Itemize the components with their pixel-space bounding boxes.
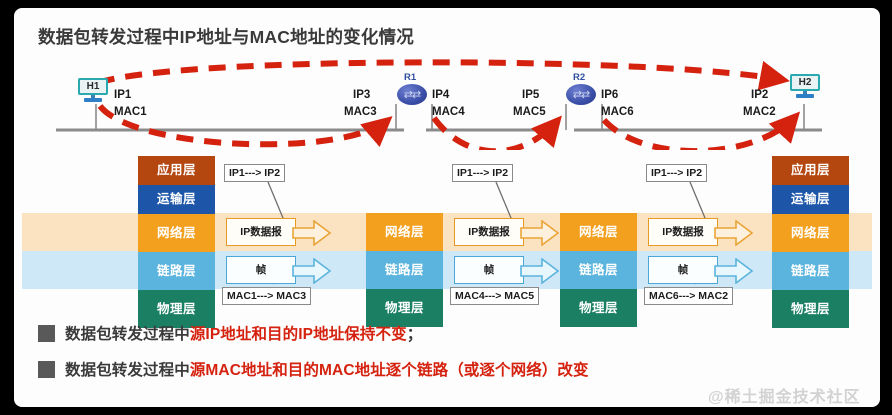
- layer-network: 网络层: [772, 214, 849, 252]
- router-r2-icon: ⇄⇄: [566, 84, 596, 105]
- hop-2-frame: 帧: [454, 256, 524, 284]
- router-r1-name: R1: [404, 72, 417, 83]
- router-body: [397, 84, 427, 105]
- layer-link: 链路层: [772, 252, 849, 290]
- bullet-1-highlight: 源IP地址和目的IP地址保持不变: [189, 326, 407, 343]
- page-title: 数据包转发过程中IP地址与MAC地址的变化情况: [38, 27, 414, 47]
- hop-3-frame: 帧: [648, 256, 718, 284]
- bullet-2-highlight: 源MAC地址和目的MAC地址逐个链路（或逐个网络）改变: [189, 362, 589, 379]
- r2-right-ip: IP6: [601, 89, 619, 101]
- hop-3-ip-arrow-icon: [714, 220, 754, 246]
- layer-link: 链路层: [138, 252, 215, 290]
- r1-right-ip: IP4: [432, 89, 450, 101]
- layer-transport: 运输层: [138, 185, 215, 214]
- watermark: @稀土掘金技术社区: [708, 389, 861, 406]
- host-h2-label: H2: [790, 74, 820, 91]
- stack-h2: 应用层 运输层 网络层 链路层 物理层: [772, 156, 849, 328]
- h2-mac: MAC2: [743, 106, 776, 118]
- monitor-neck: [91, 95, 95, 99]
- layer-application: 应用层: [138, 156, 215, 185]
- network-topology: H1 IP1 MAC1 R1 ⇄⇄ IP3 MAC3 IP4 MAC4 R2 ⇄…: [14, 58, 880, 150]
- monitor-neck: [803, 91, 807, 95]
- bullet-2-text: 数据包转发过程中源MAC地址和目的MAC地址逐个链路（或逐个网络）改变: [65, 358, 589, 380]
- hop-2-frame-arrow-icon: [520, 258, 560, 284]
- host-h1-label: H1: [78, 78, 108, 95]
- r2-left-ip: IP5: [522, 89, 540, 101]
- hop-1-ip-arrow-icon: [292, 220, 332, 246]
- layer-network: 网络层: [138, 214, 215, 252]
- bullet-1-suffix: ；: [406, 326, 423, 343]
- hop-1-frame: 帧: [226, 256, 296, 284]
- layer-network: 网络层: [366, 213, 443, 251]
- host-h1-icon: H1: [78, 78, 108, 104]
- topology-links-and-path: [56, 59, 822, 150]
- layer-physical: 物理层: [772, 290, 849, 328]
- bullet-square-icon: [38, 360, 55, 378]
- bullet-1-prefix: 数据包转发过程中: [65, 326, 190, 343]
- router-body: [566, 84, 596, 105]
- bullet-2: 数据包转发过程中源MAC地址和目的MAC地址逐个链路（或逐个网络）改变: [38, 354, 589, 384]
- bullet-1: 数据包转发过程中源IP地址和目的IP地址保持不变；: [38, 318, 422, 348]
- h2-ip: IP2: [751, 89, 769, 101]
- stack-r2: 网络层 链路层 物理层: [560, 213, 637, 327]
- hop-2-ip-packet: IP数据报: [454, 218, 524, 246]
- layer-physical: 物理层: [560, 289, 637, 327]
- hop-1-ip-note: IP1---> IP2: [224, 164, 286, 182]
- hop-2-ip-note: IP1---> IP2: [452, 164, 514, 182]
- h1-mac: MAC1: [114, 106, 147, 118]
- r1-right-mac: MAC4: [432, 106, 465, 118]
- h1-ip: IP1: [114, 89, 132, 101]
- monitor-base: [796, 94, 814, 98]
- hop-2-mac-note: MAC4---> MAC5: [450, 287, 540, 305]
- slide-panel: 数据包转发过程中IP地址与MAC地址的变化情况: [14, 8, 880, 407]
- hop-1-frame-arrow-icon: [292, 258, 332, 284]
- r2-right-mac: MAC6: [601, 106, 634, 118]
- monitor-base: [84, 98, 102, 102]
- hop-3-ip-packet: IP数据报: [648, 218, 718, 246]
- hop-1-ip-packet: IP数据报: [226, 218, 296, 246]
- hop-2-ip-arrow-icon: [520, 220, 560, 246]
- hop-1-flow: IP1---> IP2 IP数据报 帧 MAC1---> MAC3: [222, 156, 340, 308]
- r1-left-ip: IP3: [353, 89, 371, 101]
- layer-network: 网络层: [560, 213, 637, 251]
- hop-3-ip-note: IP1---> IP2: [646, 164, 708, 182]
- layer-physical: 物理层: [366, 289, 443, 327]
- protocol-stack-diagram: 应用层 运输层 网络层 链路层 物理层 IP1---> IP2 IP数据报 帧: [14, 156, 880, 328]
- router-arrows-icon: ⇄⇄: [403, 88, 421, 101]
- layer-link: 链路层: [366, 251, 443, 289]
- bullet-square-icon: [38, 324, 55, 342]
- layer-physical: 物理层: [138, 290, 215, 328]
- bullet-2-prefix: 数据包转发过程中: [65, 362, 190, 379]
- layer-link: 链路层: [560, 251, 637, 289]
- router-r2-name: R2: [573, 72, 586, 83]
- hop-3-mac-note: MAC6---> MAC2: [644, 287, 734, 305]
- hop-1-mac-note: MAC1---> MAC3: [222, 287, 312, 305]
- layer-application: 应用层: [772, 156, 849, 185]
- router-arrows-icon: ⇄⇄: [572, 88, 590, 101]
- r2-left-mac: MAC5: [513, 106, 546, 118]
- summary-bullets: 数据包转发过程中源IP地址和目的IP地址保持不变； 数据包转发过程中源MAC地址…: [14, 314, 880, 404]
- router-r1-icon: ⇄⇄: [397, 84, 427, 105]
- bullet-1-text: 数据包转发过程中源IP地址和目的IP地址保持不变；: [65, 322, 422, 344]
- host-h2-icon: H2: [790, 74, 820, 100]
- stack-h1: 应用层 运输层 网络层 链路层 物理层: [138, 156, 215, 328]
- hop-2-flow: IP1---> IP2 IP数据报 帧 MAC4---> MAC5: [450, 156, 568, 308]
- r1-left-mac: MAC3: [344, 106, 377, 118]
- hop-3-flow: IP1---> IP2 IP数据报 帧 MAC6---> MAC2: [644, 156, 762, 308]
- layer-transport: 运输层: [772, 185, 849, 214]
- stack-r1: 网络层 链路层 物理层: [366, 213, 443, 327]
- hop-3-frame-arrow-icon: [714, 258, 754, 284]
